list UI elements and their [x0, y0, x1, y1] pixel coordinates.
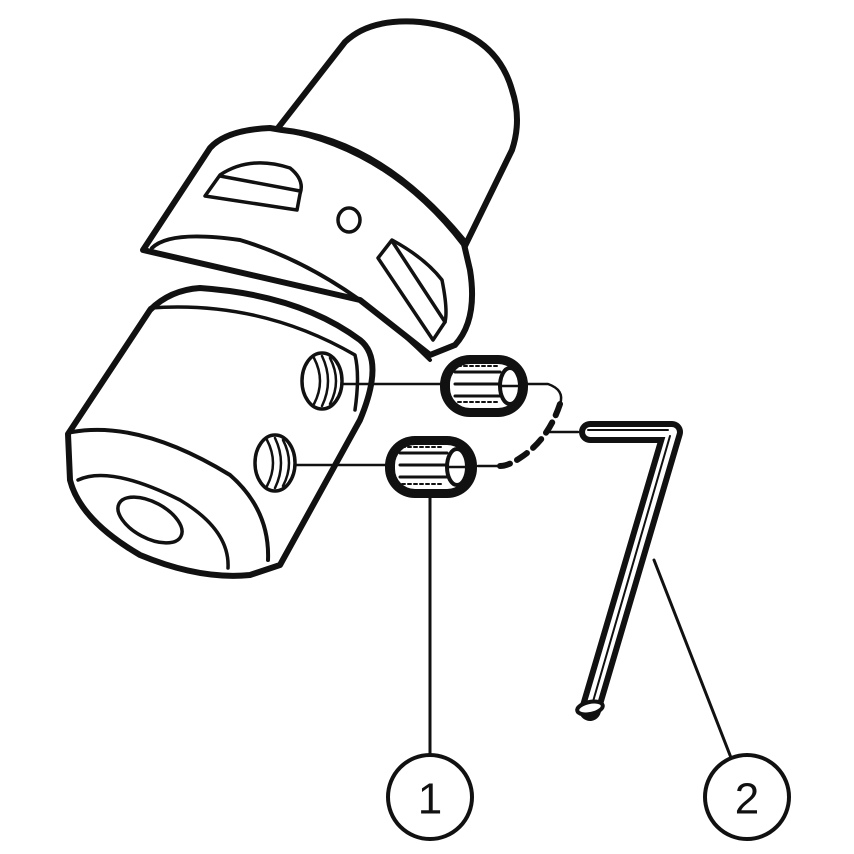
leader-lines — [428, 496, 737, 772]
hex-key — [575, 421, 683, 721]
threaded-hole-lower — [253, 433, 297, 493]
shank-cylinder — [275, 18, 520, 253]
lower-body — [65, 285, 376, 579]
callout-1: 1 — [386, 753, 474, 841]
set-screw-upper — [440, 355, 528, 417]
threaded-hole-upper — [300, 351, 344, 411]
assembly-guide-lines — [293, 382, 580, 469]
collar — [140, 125, 476, 362]
set-screw-lower — [385, 436, 477, 498]
callout-number-2: 2 — [735, 775, 759, 824]
leader-line-2 — [652, 558, 737, 770]
holder-body — [65, 18, 520, 579]
callout-number-1: 1 — [418, 775, 442, 824]
callout-2: 2 — [703, 753, 791, 841]
